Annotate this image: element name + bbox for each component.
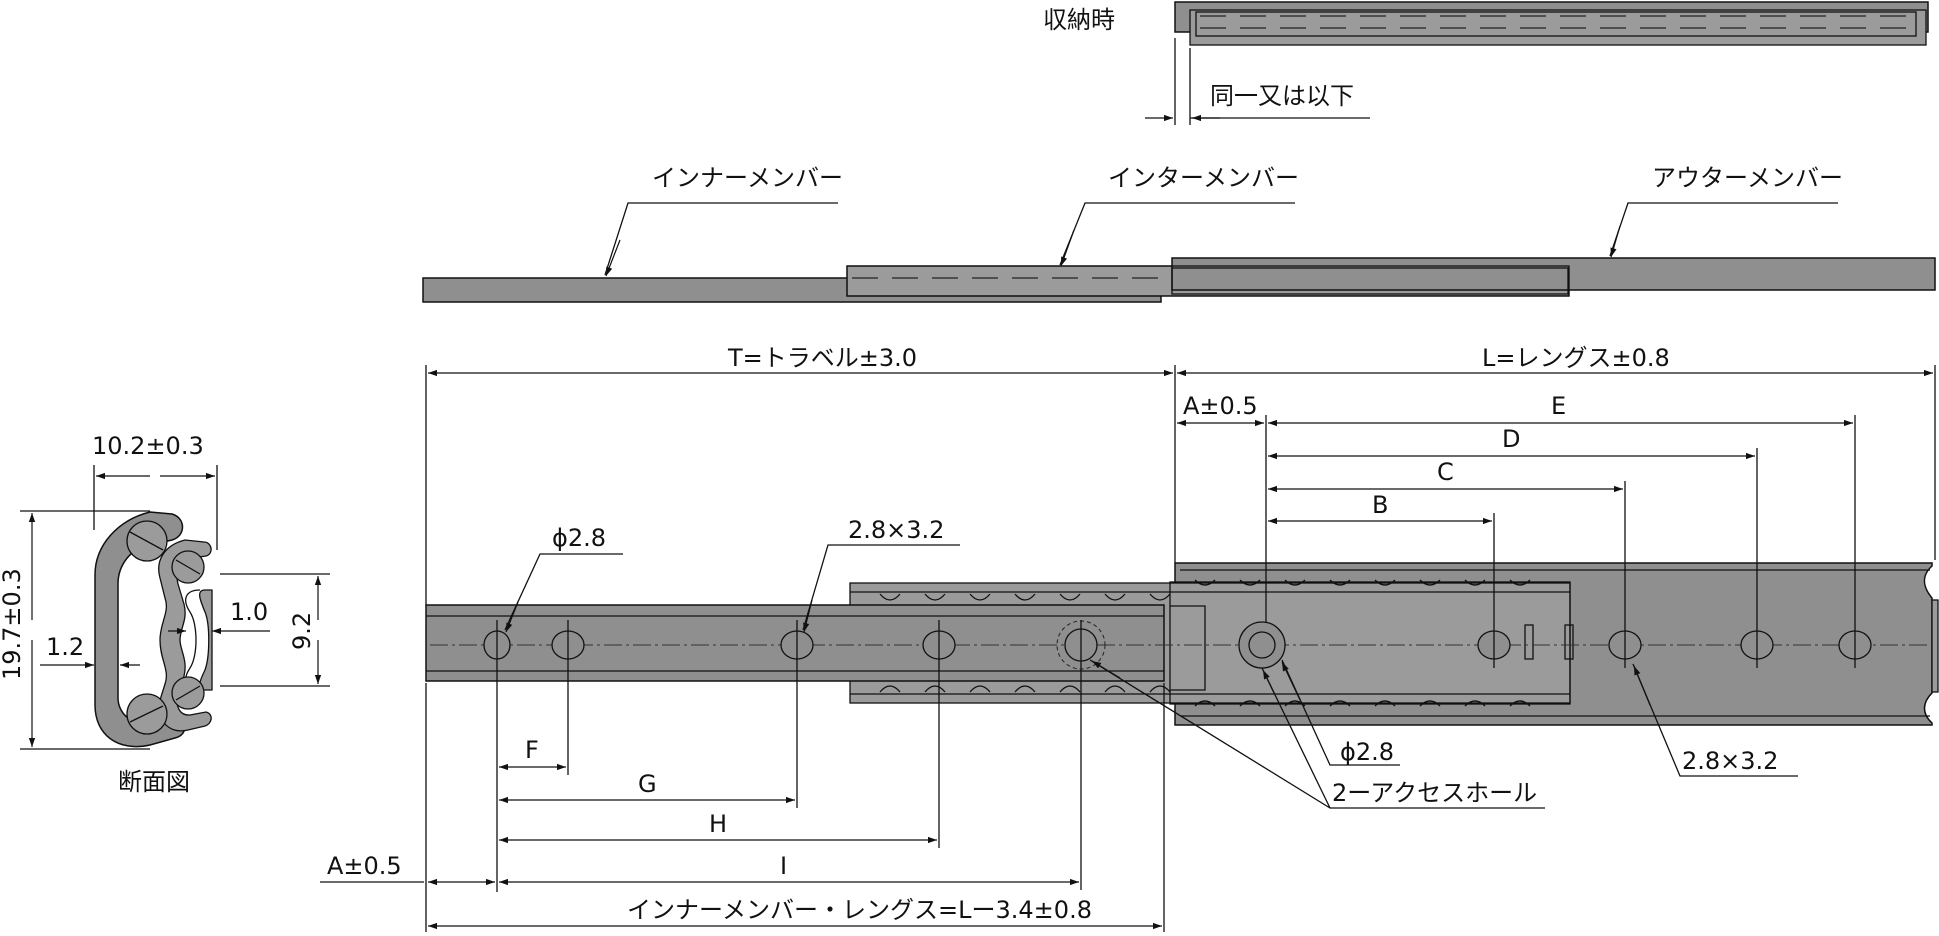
hole-dia-right-label: ϕ2.8 bbox=[1340, 738, 1394, 766]
outer-member bbox=[1171, 257, 1936, 291]
thickness-1-label: 1.0 bbox=[230, 598, 268, 626]
cross-section: 10.2±0.3 19.7±0.3 9.2 1.0 1.2 断面図 bbox=[0, 432, 330, 796]
extended-view: インナーメンバー インターメンバー アウターメンバー bbox=[422, 164, 1936, 303]
access-holes-label: 2ーアクセスホール bbox=[1332, 779, 1537, 807]
travel-dim-label: T=トラベル±3.0 bbox=[727, 344, 917, 372]
hole-slot-left-label: 2.8×3.2 bbox=[848, 516, 944, 544]
plan-view: T=トラベル±3.0 L=レングス±0.8 A±0.5 E D C B ϕ2.8 bbox=[320, 344, 1939, 932]
inner-height-dim-label: 9.2 bbox=[288, 612, 316, 650]
a-bottom-dim-label: A±0.5 bbox=[327, 852, 402, 880]
length-dim-label: L=レングス±0.8 bbox=[1482, 344, 1670, 372]
c-dim-label: C bbox=[1437, 458, 1454, 486]
b-dim-label: B bbox=[1372, 491, 1388, 519]
g-dim-label: G bbox=[638, 770, 657, 798]
stowed-view: 収納時 同一又は以下 bbox=[1043, 1, 1929, 125]
f-dim-label: F bbox=[525, 736, 539, 764]
stowed-label: 収納時 bbox=[1043, 6, 1115, 34]
hole-slot-right-label: 2.8×3.2 bbox=[1682, 747, 1778, 775]
inner-member-label: インナーメンバー bbox=[652, 164, 843, 192]
width-dim-label: 10.2±0.3 bbox=[92, 432, 204, 460]
i-dim-label: I bbox=[780, 852, 787, 880]
d-dim-label: D bbox=[1502, 425, 1520, 453]
h-dim-label: H bbox=[709, 810, 727, 838]
outer-member-label: アウターメンバー bbox=[1652, 164, 1843, 192]
cross-section-label: 断面図 bbox=[118, 768, 190, 796]
inner-length-dim-label: インナーメンバー・レングス=Lー3.4±0.8 bbox=[627, 896, 1092, 924]
same-or-less-label: 同一又は以下 bbox=[1210, 82, 1354, 110]
a-top-dim-label: A±0.5 bbox=[1183, 392, 1258, 420]
inter-member-label: インターメンバー bbox=[1108, 164, 1299, 192]
height-dim-label: 19.7±0.3 bbox=[0, 568, 26, 680]
hole-dia-left-label: ϕ2.8 bbox=[552, 524, 606, 552]
e-dim-label: E bbox=[1551, 392, 1566, 420]
thickness-2-label: 1.2 bbox=[46, 633, 84, 661]
